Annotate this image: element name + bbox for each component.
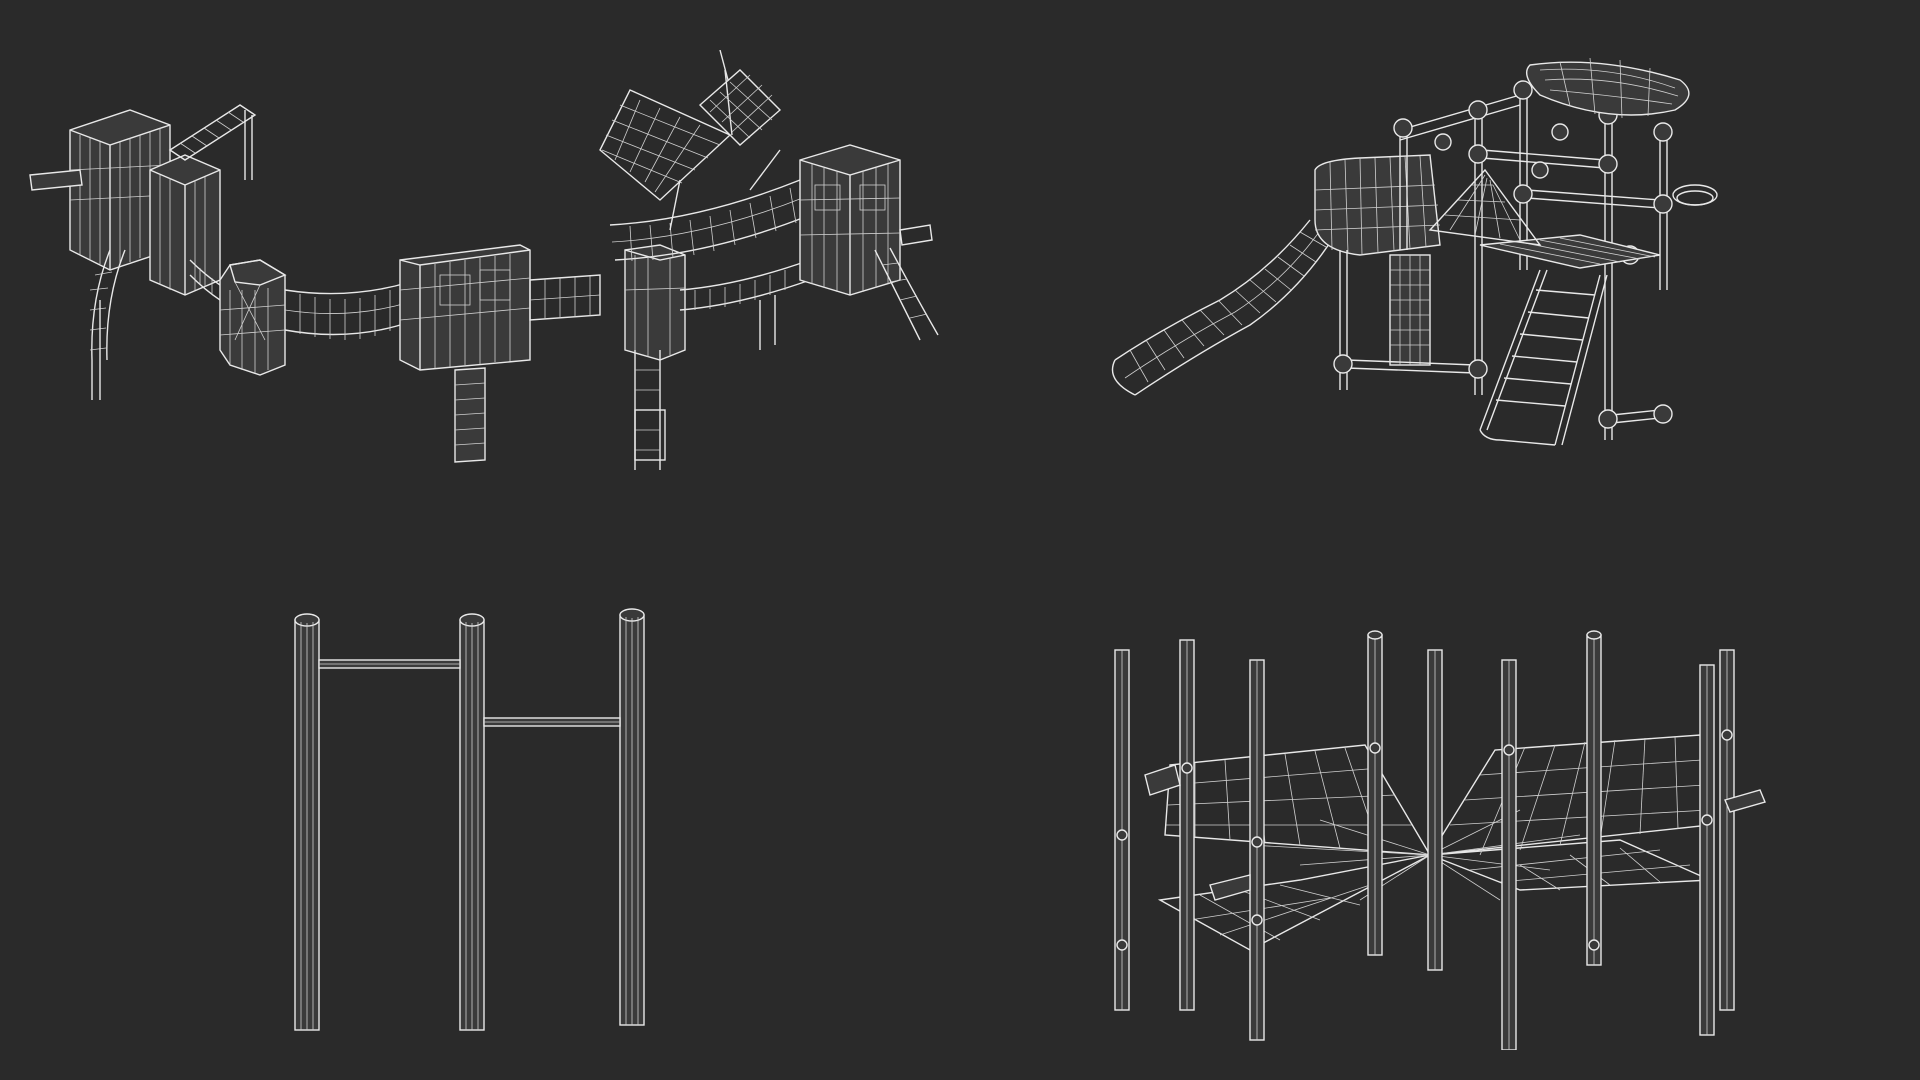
upper-bridge [168,104,257,180]
floating-net [599,50,782,231]
bar-low [483,717,621,727]
octagon-tower [219,259,287,376]
canopy-roof [1526,57,1690,119]
pullup-bars-wireframe [294,608,645,1031]
slide-tower-wireframe [1111,57,1718,446]
tube-slide [609,179,811,262]
rope-net [1428,168,1542,246]
tower-enclosure [1314,154,1441,366]
right-tower [799,144,939,341]
post-right [619,608,645,1026]
joint-rings [1116,729,1733,951]
side-handles [1144,764,1766,901]
tube-slide-curved [1111,219,1336,396]
playground-complex-model [20,50,940,480]
second-tower [149,154,221,296]
rope-net-climber-model [1100,620,1800,1050]
pullup-bars-model [280,590,660,1040]
left-tower [29,109,171,400]
side-ring [1672,184,1718,206]
playground-complex-wireframe [29,50,939,470]
post-left [294,613,320,1031]
slide-tower-model [1100,40,1740,480]
rope-bridge-right [679,259,811,350]
posts [1114,630,1735,1050]
bar-high [318,659,461,669]
post-middle [459,613,485,1031]
ladder [1479,269,1608,446]
central-house [399,244,531,463]
ladder-tower [624,244,686,470]
rope-bridge-middle [284,281,411,340]
bridge-center-right [529,274,601,321]
rope-net-climber-wireframe [1114,630,1766,1050]
ball-joints [1333,80,1673,429]
